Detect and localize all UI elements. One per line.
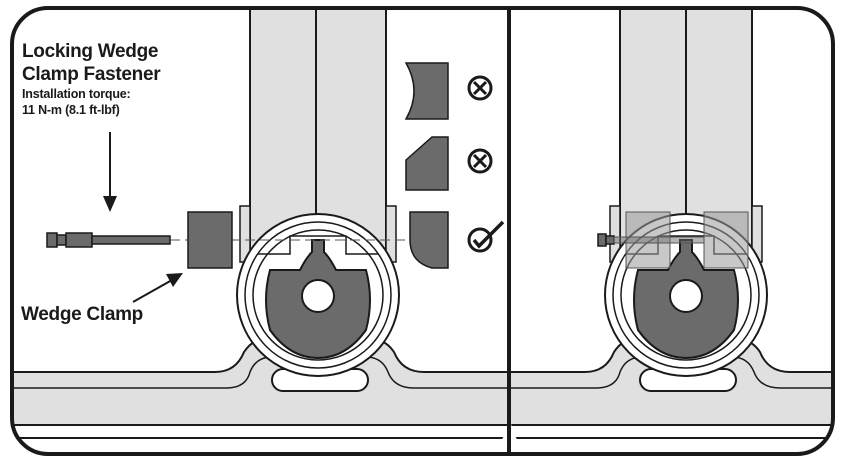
correct-wedge-option bbox=[409, 211, 449, 269]
x-circle-icon bbox=[467, 75, 493, 101]
check-circle-icon bbox=[467, 220, 505, 253]
fastener-callout: Locking Wedge Clamp Fastener Installatio… bbox=[22, 40, 161, 118]
frame-post-right bbox=[685, 8, 753, 251]
torque-value: 11 N-m (8.1 ft-lbf) bbox=[22, 103, 120, 117]
angled-wedge-option bbox=[405, 136, 449, 191]
installed-fastener bbox=[597, 233, 705, 247]
fastener-arrow bbox=[103, 132, 117, 212]
wedge-clamp-label: Wedge Clamp bbox=[21, 304, 143, 325]
cam-bore bbox=[301, 279, 335, 313]
curved-wedge-option bbox=[404, 62, 449, 120]
torque-label: Installation torque: bbox=[22, 87, 131, 101]
wedge-clamp-arrow bbox=[132, 273, 183, 303]
outer-frame bbox=[10, 6, 835, 456]
fastener-title-line1: Locking Wedge bbox=[22, 41, 159, 62]
x-circle-icon bbox=[467, 148, 493, 174]
wedge-clamp-part bbox=[187, 211, 233, 269]
frame-post-left bbox=[249, 8, 317, 251]
fastener-bolt bbox=[46, 232, 171, 248]
left-panel bbox=[12, 8, 508, 439]
fastener-title-line2: Clamp Fastener bbox=[22, 64, 161, 85]
installed-wedge-right bbox=[703, 211, 749, 269]
frame-post-right bbox=[315, 8, 387, 251]
cam-bore bbox=[669, 279, 703, 313]
clamp-collar bbox=[258, 235, 378, 255]
right-panel bbox=[511, 8, 833, 439]
